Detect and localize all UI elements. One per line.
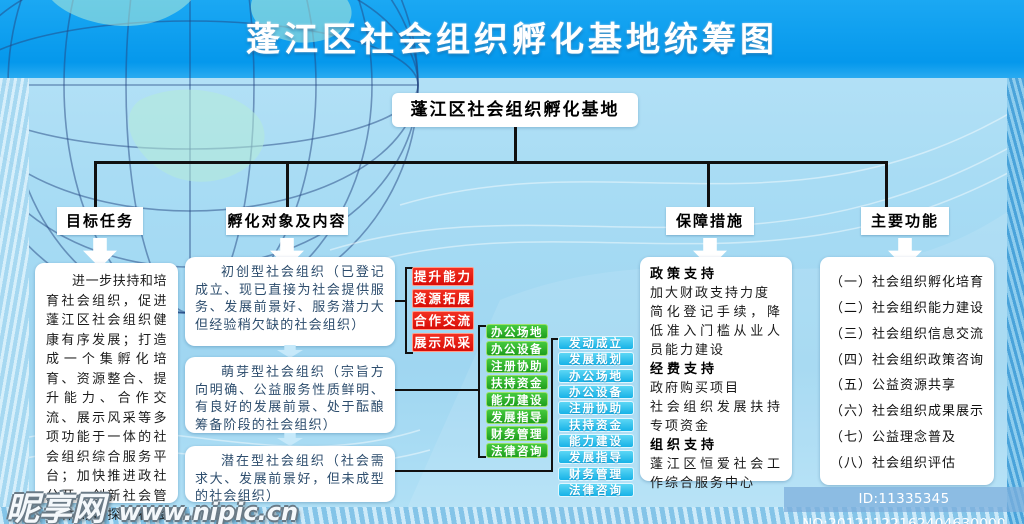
red-tag: 合作交流: [412, 311, 474, 330]
nipic-logo-text: 昵享网: [6, 489, 105, 524]
safeguard-section-title: 经费支持: [650, 362, 719, 377]
drop-line-incubation: [286, 161, 289, 207]
green-tag: 财务管理: [486, 426, 548, 441]
cyan-tag: 财务管理: [558, 467, 634, 481]
connector-sprout-green: [395, 389, 479, 391]
bottom-border-stripes: [0, 507, 1024, 524]
nipic-url-text: www.nipic.cn: [118, 498, 299, 524]
goal-body-text: 进一步扶持和培育社会组织，促进蓬江区社会组织健康有序发展；打造成一个集孵化培育、…: [46, 274, 167, 523]
green-bracket-spine: [478, 325, 480, 458]
red-tag: 展示风采: [412, 333, 474, 352]
function-item: （七）公益理念普及: [830, 430, 957, 446]
red-bracket-bottom-arm: [405, 352, 413, 354]
function-item: （三）社会组织信息交流: [830, 326, 985, 342]
root-node: 蓬江区社会组织孵化基地: [392, 93, 638, 127]
cyan-tag: 扶持资金: [558, 418, 634, 432]
functions-panel: （一）社会组织孵化培育 （二）社会组织能力建设 （三）社会组织信息交流 （四）社…: [820, 257, 994, 485]
function-item: （四）社会组织政策咨询: [830, 352, 985, 368]
green-bracket-bottom-arm: [478, 456, 486, 458]
cyan-tag: 办公场地: [558, 369, 634, 383]
stage-box-startup: 初创型社会组织（已登记成立、现已直接为社会提供服务、发展前景好、服务潜力大但经验…: [185, 257, 395, 346]
red-bracket-top-arm: [405, 267, 413, 269]
green-tag: 办公场地: [486, 324, 548, 339]
stage-box-sprout: 萌芽型社会组织（宗旨方向明确、公益服务性质鲜明、有良好的发展前景、处于酝酿筹备阶…: [185, 357, 395, 433]
connector-startup-red: [395, 300, 406, 302]
drop-line-safeguard: [707, 161, 710, 207]
function-item: （二）社会组织能力建设: [830, 300, 985, 316]
safeguard-section-title: 组织支持: [650, 438, 719, 453]
green-tag: 办公设备: [486, 341, 548, 356]
function-item: （六）社会组织成果展示: [830, 404, 985, 420]
stage-text: 萌芽型社会组织（宗旨方向明确、公益服务性质鲜明、有良好的发展前景、处于酝酿筹备阶…: [195, 365, 385, 434]
root-stem-line: [514, 127, 517, 162]
red-bracket-spine: [405, 267, 407, 354]
branch-label-safeguard: 保障措施: [666, 207, 754, 235]
cyan-bracket-spine: [551, 338, 553, 472]
green-bracket-top-arm: [478, 325, 486, 327]
branch-label-functions: 主要功能: [861, 207, 949, 235]
stage-text: 初创型社会组织（已登记成立、现已直接为社会提供服务、发展前景好、服务潜力大但经验…: [195, 265, 385, 334]
down-arrow-icon: [277, 433, 303, 446]
safeguard-section-title: 政策支持: [650, 267, 719, 282]
goal-panel: 进一步扶持和培育社会组织，促进蓬江区社会组织健康有序发展；打造成一个集孵化培育、…: [35, 263, 178, 523]
stage-box-potential: 潜在型社会组织（社会需求大、发展前景好，但未成型的社会组织）: [185, 446, 395, 504]
function-item: （八）社会组织评估: [830, 455, 957, 471]
green-tag: 注册协助: [486, 358, 548, 373]
safeguard-line: 社会组织发展扶持专项资金: [650, 400, 782, 434]
green-tag: 法律咨询: [486, 443, 548, 458]
green-tag: 能力建设: [486, 392, 548, 407]
drop-line-functions: [885, 161, 888, 207]
trunk-line: [94, 161, 888, 164]
safeguard-line: 政府购买项目: [650, 381, 741, 396]
left-border-stripes: [0, 78, 29, 524]
connector-potential-cyan: [395, 470, 553, 472]
cyan-tag: 发展规划: [558, 352, 634, 366]
safeguard-panel: 政策支持 加大财政支持力度 简化登记手续，降低准入门槛从业人员能力建设 经费支持…: [640, 257, 792, 491]
red-tag: 资源拓展: [412, 289, 474, 308]
branch-label-incubation: 孵化对象及内容: [226, 207, 348, 235]
drop-line-goal: [94, 161, 97, 207]
cyan-tag: 能力建设: [558, 434, 634, 448]
safeguard-line: 加大财政支持力度: [650, 286, 771, 301]
green-tag: 扶持资金: [486, 375, 548, 390]
cyan-tag: 发展指导: [558, 450, 634, 464]
red-tag: 提升能力: [412, 267, 474, 286]
safeguard-line: 简化登记手续，降低准入门槛从业人员能力建设: [650, 305, 782, 358]
image-id-bar: ID:11335345 NO:20121122162404630000: [784, 487, 1024, 524]
nipic-watermark: 昵享网 www.nipic.cn: [6, 482, 298, 524]
function-item: （一）社会组织孵化培育: [830, 275, 985, 290]
safeguard-line: 蓬江区恒爱社会工作综合服务中心: [650, 457, 782, 491]
cyan-bracket-top-arm: [551, 338, 559, 340]
right-border-bar: [1007, 78, 1024, 524]
stage-text: 潜在型社会组织（社会需求大、发展前景好，但未成型的社会组织）: [195, 454, 385, 505]
function-item: （五）公益资源共享: [830, 378, 957, 394]
cyan-tag: 法律咨询: [558, 483, 634, 497]
branch-label-goal: 目标任务: [57, 207, 143, 235]
page-title: 蓬江区社会组织孵化基地统筹图: [246, 20, 778, 60]
green-tag: 发展指导: [486, 409, 548, 424]
cyan-tag: 发动成立: [558, 336, 634, 350]
cyan-tag: 办公设备: [558, 385, 634, 399]
cyan-tag: 注册协助: [558, 401, 634, 415]
